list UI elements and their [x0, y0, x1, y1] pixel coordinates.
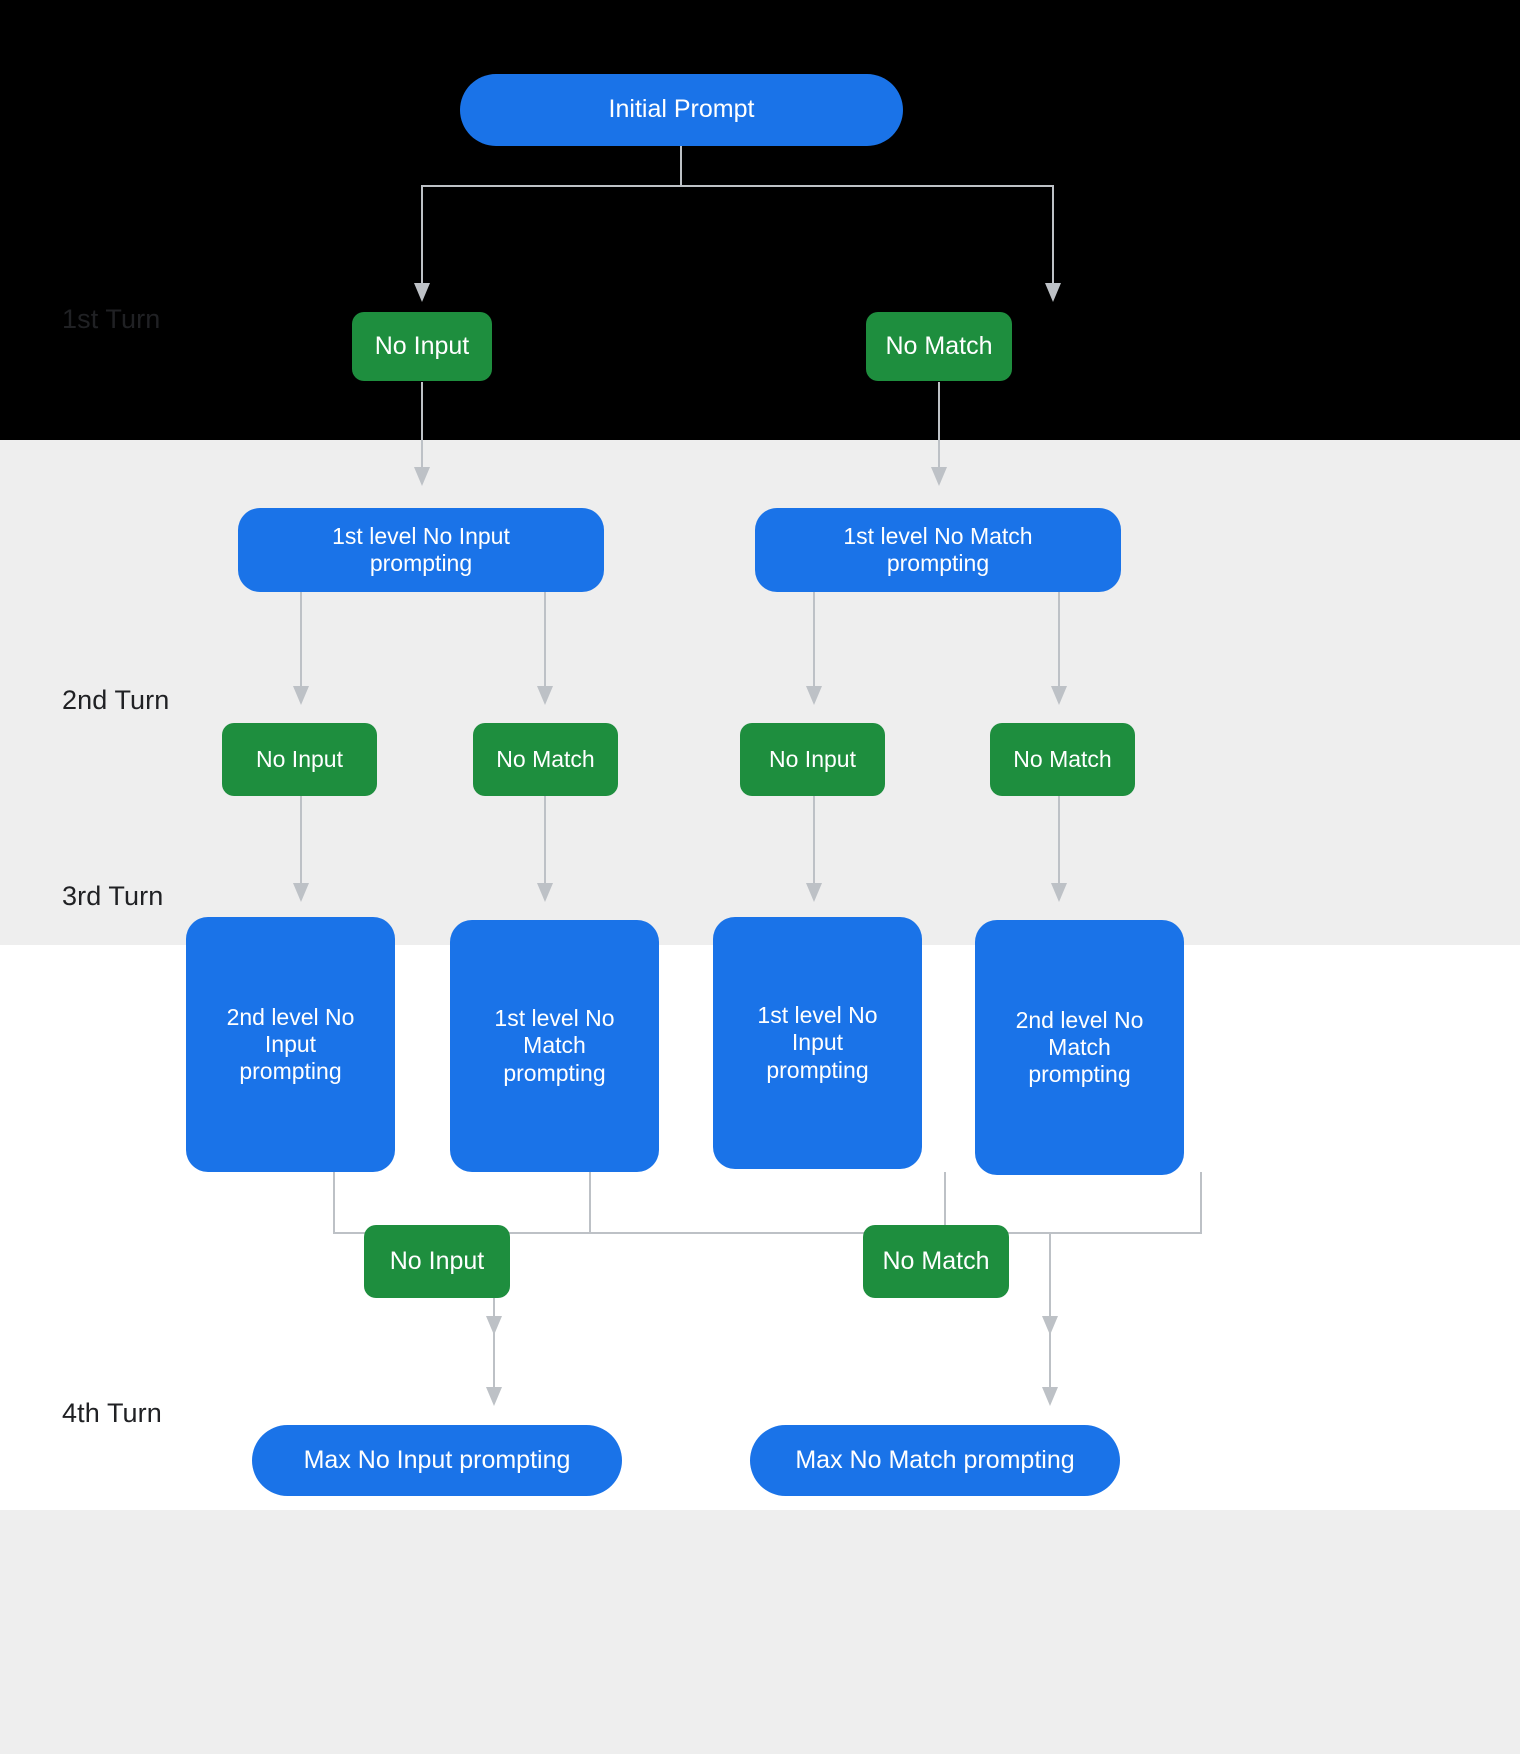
- node-label: No Input: [256, 745, 343, 772]
- turn-label-1st: 1st Turn: [62, 304, 161, 334]
- node-1st-level-no-match-prompting-2[interactable]: 1st level No Match prompting: [450, 920, 659, 1172]
- node-t3-no-input[interactable]: No Input: [364, 1225, 510, 1298]
- node-label: No Match: [1013, 745, 1112, 772]
- arrowhead-to-max-no-match: [1042, 1387, 1058, 1406]
- arrowhead-to-t2-no-match-b: [1051, 686, 1067, 705]
- node-max-no-input-prompting[interactable]: Max No Input prompting: [252, 1425, 622, 1496]
- node-label: 1st level No Input prompting: [332, 522, 510, 576]
- connector-t3-no-input-down: [493, 1298, 495, 1387]
- connector-t2l-to-no-input: [300, 592, 302, 686]
- connector-t3-p1-merge: [333, 1172, 335, 1234]
- connector-t1-no-match-down: [938, 382, 940, 467]
- node-1st-level-no-input-prompting[interactable]: 1st level No Input prompting: [238, 508, 604, 592]
- node-t1-no-match[interactable]: No Match: [866, 312, 1012, 381]
- arrowhead-to-t2-no-match-a: [537, 686, 553, 705]
- connector-t2-no-input-a-down: [300, 796, 302, 883]
- band-1st-turn: [0, 0, 1520, 440]
- connector-t2r-to-no-match: [1058, 592, 1060, 686]
- node-label: No Match: [882, 1246, 990, 1275]
- node-1st-level-no-match-prompting[interactable]: 1st level No Match prompting: [755, 508, 1121, 592]
- connector-merge-to-no-match: [1049, 1232, 1051, 1316]
- node-2nd-level-no-input-prompting[interactable]: 2nd level No Input prompting: [186, 917, 395, 1172]
- arrowhead-to-t3-prompt-1: [293, 883, 309, 902]
- connector-t1-no-input-down: [421, 382, 423, 467]
- turn-label-2nd: 2nd Turn: [62, 685, 170, 715]
- node-t2-no-input-b[interactable]: No Input: [740, 723, 885, 796]
- arrowhead-to-t3-prompt-4: [1051, 883, 1067, 902]
- node-max-no-match-prompting[interactable]: Max No Match prompting: [750, 1425, 1120, 1496]
- connector-root-right: [1052, 185, 1054, 283]
- node-label: Max No Input prompting: [303, 1445, 571, 1474]
- arrowhead-to-1st-level-no-input: [414, 467, 430, 486]
- turn-label-3rd: 3rd Turn: [62, 881, 164, 911]
- node-label: 1st level No Input prompting: [757, 1002, 878, 1083]
- node-label: No Input: [389, 1246, 485, 1275]
- node-t2-no-match-a[interactable]: No Match: [473, 723, 618, 796]
- node-label: Initial Prompt: [608, 95, 755, 124]
- arrowhead-to-max-no-input: [486, 1387, 502, 1406]
- connector-t2-no-match-a-down: [544, 796, 546, 883]
- node-label: No Match: [885, 331, 993, 360]
- connector-root-stem: [680, 145, 682, 187]
- arrowhead-to-t3-prompt-2: [537, 883, 553, 902]
- connector-root-left: [421, 185, 423, 283]
- arrowhead-to-t1-no-input: [414, 283, 430, 302]
- node-label: Max No Match prompting: [795, 1445, 1075, 1474]
- turn-label-4th: 4th Turn: [62, 1398, 162, 1428]
- connector-merge-bar: [333, 1232, 1202, 1234]
- node-label: 2nd level No Match prompting: [1015, 1006, 1144, 1088]
- arrowhead-to-t1-no-match: [1045, 283, 1061, 302]
- node-t2-no-input-a[interactable]: No Input: [222, 723, 377, 796]
- arrowhead-to-t3-prompt-3: [806, 883, 822, 902]
- connector-t2-no-input-b-down: [813, 796, 815, 883]
- arrowhead-to-t2-no-input-b: [806, 686, 822, 705]
- arrowhead-to-t2-no-input-a: [293, 686, 309, 705]
- node-label: No Match: [496, 745, 595, 772]
- connector-root-bar: [421, 185, 1054, 187]
- node-t2-no-match-b[interactable]: No Match: [990, 723, 1135, 796]
- connector-t2l-to-no-match: [544, 592, 546, 686]
- connector-t3-p2-merge: [589, 1172, 591, 1234]
- connector-t2-no-match-b-down: [1058, 796, 1060, 883]
- node-label: No Input: [769, 745, 856, 772]
- arrowhead-to-1st-level-no-match: [931, 467, 947, 486]
- node-t1-no-input[interactable]: No Input: [352, 312, 492, 381]
- node-label: 1st level No Match prompting: [494, 1005, 615, 1086]
- connector-t3-p3-merge: [944, 1172, 946, 1234]
- node-label: No Input: [374, 331, 470, 360]
- node-2nd-level-no-match-prompting[interactable]: 2nd level No Match prompting: [975, 920, 1184, 1175]
- connector-t3-no-match-down: [1049, 1298, 1051, 1387]
- node-label: 2nd level No Input prompting: [226, 1003, 355, 1085]
- connector-t3-p4-merge: [1200, 1172, 1202, 1234]
- node-initial-prompt[interactable]: Initial Prompt: [460, 74, 903, 146]
- connector-t2r-to-no-input: [813, 592, 815, 686]
- node-label: 1st level No Match prompting: [843, 522, 1033, 576]
- node-t3-no-match[interactable]: No Match: [863, 1225, 1009, 1298]
- band-4th-turn: [0, 1510, 1520, 1754]
- node-1st-level-no-input-prompting-2[interactable]: 1st level No Input prompting: [713, 917, 922, 1169]
